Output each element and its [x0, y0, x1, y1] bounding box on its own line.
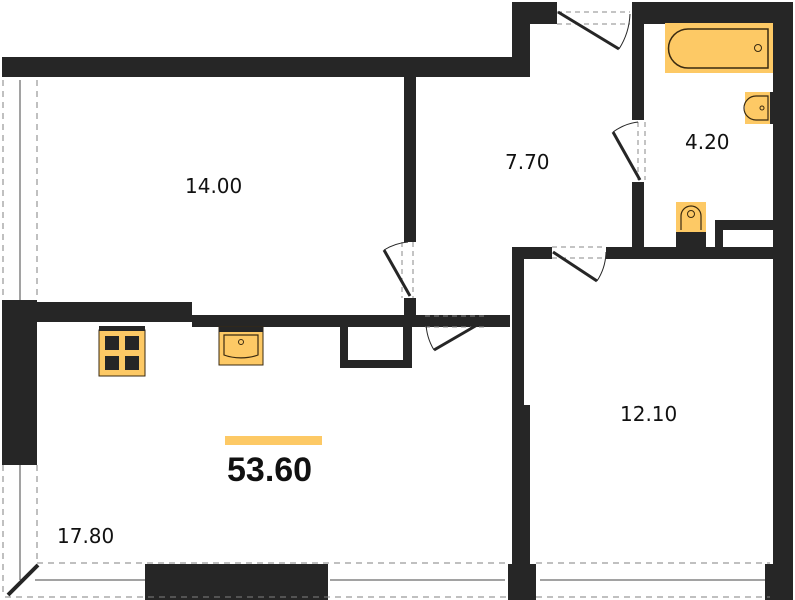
doors [382, 10, 646, 352]
room-area-bathroom: 4.20 [685, 130, 730, 154]
total-area: 53.60 [227, 451, 313, 489]
stove-icon [98, 326, 146, 377]
kitchen-sink-icon [218, 326, 264, 366]
total-area-accent-bar [225, 436, 322, 445]
room-area-kitchen-living: 17.80 [57, 524, 115, 548]
bathtub-icon [665, 23, 773, 73]
room-area-bedroom-2: 12.10 [620, 402, 678, 426]
room-area-bedroom: 14.00 [185, 174, 243, 198]
room-area-hallway: 7.70 [505, 150, 550, 174]
windows [2, 80, 770, 598]
window-glass [6, 80, 765, 597]
toilet-icon [676, 202, 706, 248]
washbasin-icon [743, 92, 773, 124]
